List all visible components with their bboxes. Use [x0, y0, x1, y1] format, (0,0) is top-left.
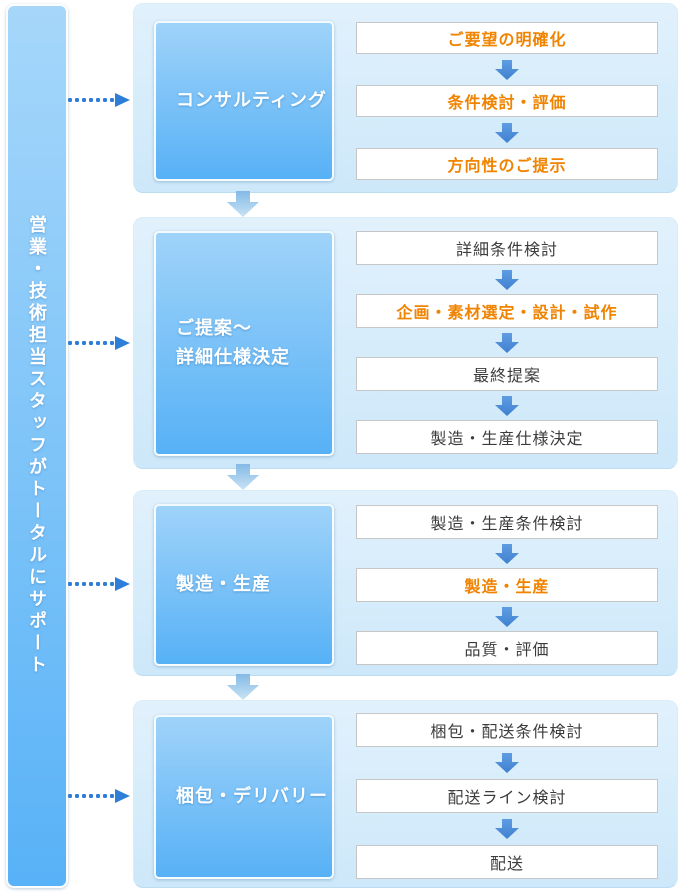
step-arrow-gap	[356, 328, 658, 357]
steps-list: 製造・生産条件検討製造・生産品質・評価	[356, 505, 658, 665]
step-box: 製造・生産	[356, 568, 658, 602]
down-arrow-icon	[495, 543, 519, 564]
steps-list: 梱包・配送条件検討配送ライン検討配送	[356, 713, 658, 879]
stage-box-consulting: コンサルティング	[154, 21, 334, 181]
stage-title: 梱包・デリバリー	[176, 786, 328, 807]
down-arrow-icon	[495, 606, 519, 627]
down-arrow-icon	[495, 269, 519, 290]
step-arrow-gap	[356, 391, 658, 420]
support-dotted-arrow-icon	[68, 93, 130, 107]
section-proposal-spec: ご提案〜詳細仕様決定詳細条件検討企画・素材選定・設計・試作最終提案製造・生産仕様…	[133, 217, 678, 469]
support-dotted-arrow-icon	[68, 335, 130, 350]
steps-list: 詳細条件検討企画・素材選定・設計・試作最終提案製造・生産仕様決定	[356, 231, 658, 454]
step-box: 配送	[356, 845, 658, 879]
stage-title: ご提案〜	[176, 318, 252, 339]
support-dotted-arrow-icon	[68, 577, 130, 591]
section-connector-arrow	[225, 464, 261, 490]
step-arrow-gap	[356, 539, 658, 568]
step-arrow-gap	[356, 54, 658, 85]
step-box: 品質・評価	[356, 631, 658, 665]
down-arrow-icon	[495, 753, 519, 773]
down-arrow-icon	[495, 332, 519, 353]
support-dotted-arrow	[68, 335, 130, 351]
support-dotted-arrow	[68, 576, 130, 592]
step-box: 梱包・配送条件検討	[356, 713, 658, 747]
section-consulting: コンサルティング ご要望の明確化条件検討・評価方向性のご提示	[133, 3, 678, 193]
step-box: 最終提案	[356, 357, 658, 391]
step-arrow-gap	[356, 602, 658, 631]
step-box: ご要望の明確化	[356, 22, 658, 54]
step-box: 条件検討・評価	[356, 85, 658, 117]
stage-title: 製造・生産	[176, 574, 271, 595]
support-dotted-arrow	[68, 788, 130, 804]
support-dotted-arrow-icon	[68, 789, 130, 803]
section-connector-arrow	[225, 191, 261, 217]
section-connector-arrow	[225, 674, 261, 700]
section-connector-arrow-icon	[227, 191, 259, 217]
step-arrow-gap	[356, 747, 658, 779]
step-box: 製造・生産条件検討	[356, 505, 658, 539]
down-arrow-icon	[495, 395, 519, 416]
down-arrow-icon	[495, 59, 519, 80]
section-connector-arrow-icon	[227, 464, 259, 490]
stage-box-packing-delivery: 梱包・デリバリー	[154, 715, 334, 879]
section-connector-arrow-icon	[227, 674, 259, 700]
stage-box-manufacturing: 製造・生産	[154, 504, 334, 666]
support-dotted-arrow	[68, 92, 130, 108]
step-arrow-gap	[356, 813, 658, 845]
step-arrow-gap	[356, 117, 658, 148]
step-box: 製造・生産仕様決定	[356, 420, 658, 454]
step-box: 詳細条件検討	[356, 231, 658, 265]
step-box: 方向性のご提示	[356, 148, 658, 180]
stage-box-proposal-spec: ご提案〜詳細仕様決定	[154, 231, 334, 456]
down-arrow-icon	[495, 819, 519, 839]
sidebar-label: 営業・技術担当スタッフがトータルにサポート	[27, 215, 47, 677]
section-manufacturing: 製造・生産製造・生産条件検討製造・生産品質・評価	[133, 490, 678, 676]
step-box: 配送ライン検討	[356, 779, 658, 813]
support-sidebar: 営業・技術担当スタッフがトータルにサポート	[6, 4, 68, 888]
section-packing-delivery: 梱包・デリバリー 梱包・配送条件検討配送ライン検討配送	[133, 700, 678, 888]
stage-title: 詳細仕様決定	[176, 347, 290, 367]
step-box: 企画・素材選定・設計・試作	[356, 294, 658, 328]
down-arrow-icon	[495, 122, 519, 143]
stage-title: コンサルティング	[176, 90, 327, 111]
steps-list: ご要望の明確化条件検討・評価方向性のご提示	[356, 22, 658, 180]
step-arrow-gap	[356, 265, 658, 294]
